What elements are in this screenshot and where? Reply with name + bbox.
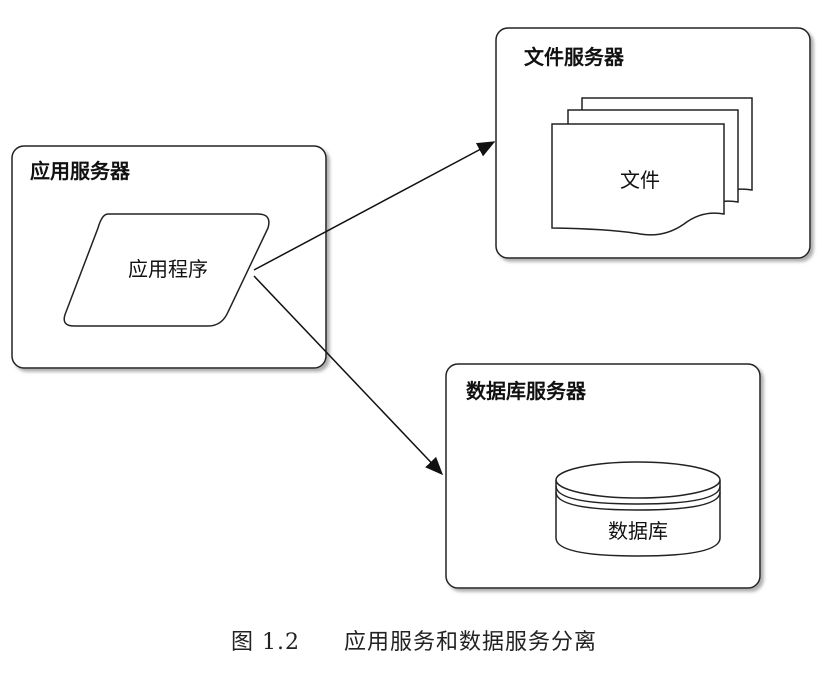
database-cylinder-icon: 数据库 (555, 461, 721, 557)
file-server-box: 文件服务器 文件 (495, 27, 811, 259)
figure-caption-text: 应用服务和数据服务分离 (343, 630, 597, 655)
files-stack-icon: 文件 (551, 97, 753, 236)
app-server-box: 应用服务器 应用程序 (11, 145, 327, 369)
database-label: 数据库 (608, 519, 668, 543)
figure-caption: 图 1.2 应用服务和数据服务分离 (0, 624, 828, 656)
architecture-diagram: 应用服务器 应用程序 文件服务器 文件 数据库服务器 (11, 27, 811, 589)
app-server-title: 应用服务器 (30, 159, 131, 183)
app-program-shape: 应用程序 (63, 213, 270, 327)
arrow-to-file-server (253, 141, 496, 271)
file-server-title: 文件服务器 (524, 45, 625, 69)
figure-number: 图 1.2 (231, 630, 300, 655)
arrow-to-db-server (253, 275, 444, 476)
db-server-box: 数据库服务器 数据库 (445, 363, 761, 589)
db-server-title: 数据库服务器 (466, 379, 587, 403)
files-label: 文件 (620, 168, 660, 192)
app-program-label: 应用程序 (128, 257, 208, 281)
